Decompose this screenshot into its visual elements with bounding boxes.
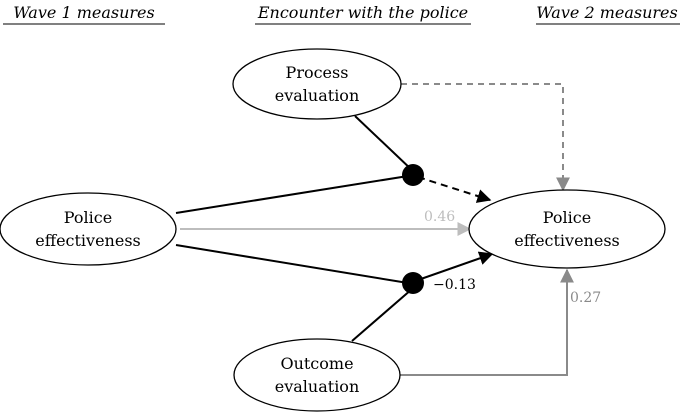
node-process-evaluation <box>232 48 402 120</box>
path-outcome-direct <box>400 268 574 376</box>
coef-outcome-direct: 0.27 <box>570 290 601 306</box>
path-effectiveness-to-process-interaction <box>175 175 409 214</box>
node-process-evaluation-line1: Process <box>286 63 349 82</box>
header-encounter: Encounter with the police <box>257 3 468 22</box>
interaction-node-outcome <box>402 272 424 294</box>
node-effectiveness-wave1 <box>0 192 177 266</box>
node-outcome-evaluation-line2: evaluation <box>275 377 360 396</box>
path-outcome-to-interaction <box>351 288 413 342</box>
header-wave1: Wave 1 measures <box>13 3 154 22</box>
coef-outcome-interaction: −0.13 <box>433 277 476 293</box>
node-effectiveness-wave2-line2: effectiveness <box>514 231 620 250</box>
node-process-evaluation-line2: evaluation <box>275 86 360 105</box>
node-effectiveness-wave2 <box>468 189 666 269</box>
node-outcome-evaluation <box>233 338 401 412</box>
path-process-direct <box>401 83 570 192</box>
node-effectiveness-wave2-line1: Police <box>543 208 591 227</box>
coef-direct-effect: 0.46 <box>424 209 455 225</box>
header-wave2: Wave 2 measures <box>536 3 677 22</box>
node-effectiveness-wave1-line2: effectiveness <box>35 231 141 250</box>
path-effectiveness-to-outcome-interaction <box>175 244 409 284</box>
node-effectiveness-wave1-line1: Police <box>64 208 112 227</box>
path-process-interaction-to-effectiveness <box>417 176 492 203</box>
path-outcome-interaction-to-effectiveness <box>417 251 494 281</box>
path-process-to-interaction <box>354 115 415 173</box>
node-outcome-evaluation-line1: Outcome <box>280 354 353 373</box>
interaction-node-process <box>402 164 424 186</box>
